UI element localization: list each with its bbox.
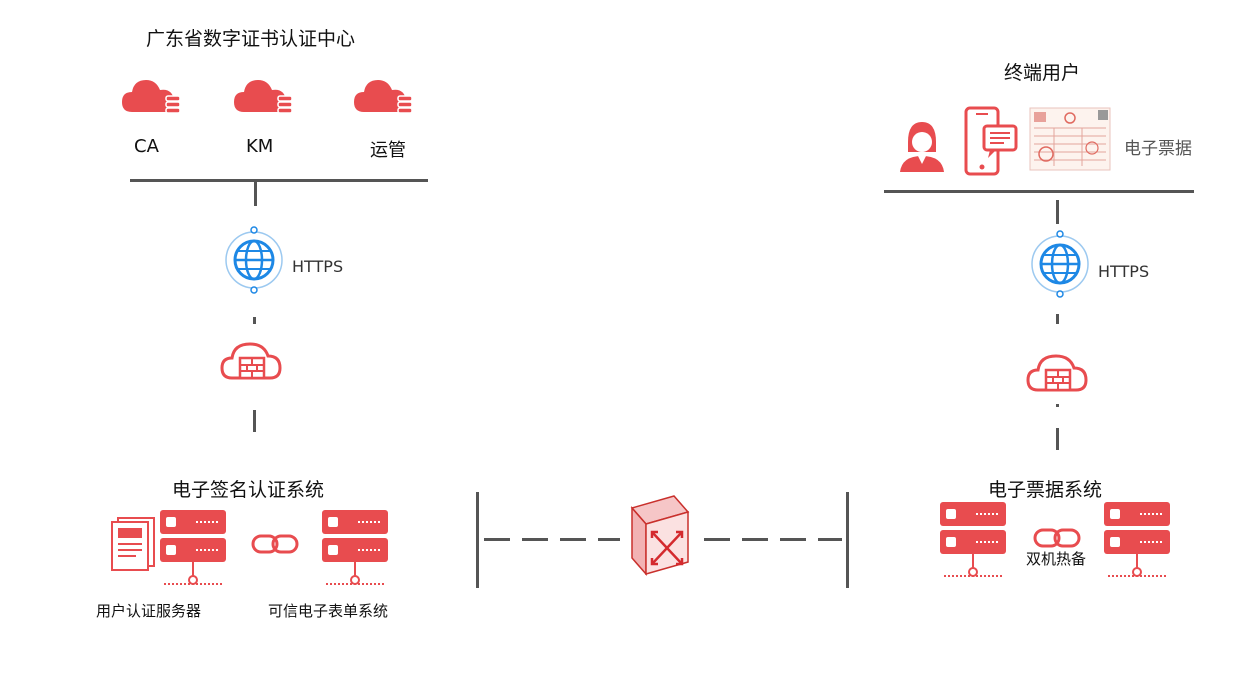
connector-line [253,317,256,324]
connector-line [253,410,256,432]
connector-line [1056,314,1059,324]
left-boundary-line [476,492,479,588]
link-chain-icon [251,534,299,554]
firewall-cloud-icon [220,342,282,380]
server-icon [322,510,388,585]
server-icon [940,502,1006,577]
dashed-link-segment [818,538,842,541]
esign-system-title: 电子签名认证系统 [172,479,325,501]
firewall-cloud-icon [1026,354,1088,392]
cloud-database-icon [234,80,293,114]
ca-center-title: 广东省数字证书认证中心 [146,28,356,50]
connector-dot [1056,404,1059,407]
dashed-link-segment [704,538,730,541]
cloud-database-icon [354,80,413,114]
node-label-ops: 运管 [370,140,406,161]
dashed-link-segment [742,538,768,541]
server-label-trusted-form: 可信电子表单系统 [268,602,389,620]
dashed-link-segment [484,538,510,541]
right-boundary-line [846,492,849,588]
server-icon [160,510,226,585]
dashed-link-segment [780,538,806,541]
connector-line [1056,428,1059,450]
node-label-ca: CA [134,136,159,157]
dashed-link-segment [522,538,548,541]
connector-line [254,182,257,206]
link-chain-icon [1033,528,1081,548]
network-switch-icon [630,495,690,576]
dashed-link-segment [560,538,586,541]
eticket-system-title: 电子票据系统 [988,479,1103,501]
certificate-icon [111,517,155,571]
mobile-phone-icon [964,106,1018,176]
ca-bus-line [130,179,428,182]
globe-https-icon [1031,230,1089,298]
e-ticket-image-icon [1029,107,1111,171]
server-label-user-auth: 用户认证服务器 [96,602,202,620]
end-user-title: 终端用户 [1004,62,1081,84]
user-avatar-icon [900,122,944,172]
cloud-database-icon [122,80,181,114]
user-bus-line [884,190,1194,193]
https-label: HTTPS [1098,262,1150,281]
globe-https-icon [225,226,283,294]
https-label: HTTPS [292,257,344,276]
hot-standby-label: 双机热备 [1026,550,1087,568]
node-label-km: KM [246,136,274,157]
server-icon [1104,502,1170,577]
connector-line [1056,200,1059,224]
e-ticket-label: 电子票据 [1124,139,1192,159]
dashed-link-segment [598,538,620,541]
